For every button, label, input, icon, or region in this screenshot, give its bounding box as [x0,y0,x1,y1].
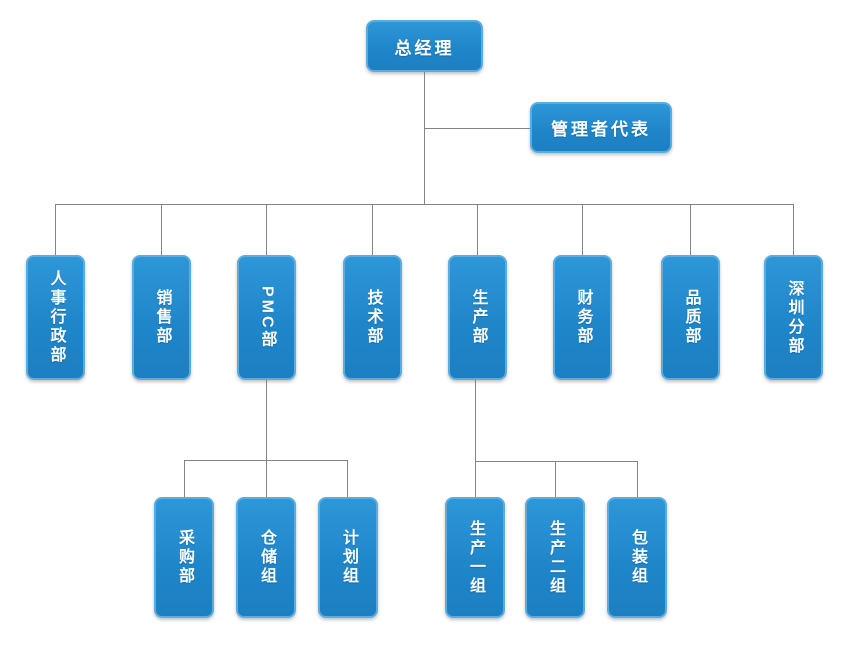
org-node-packaging-group: 包装组 [607,497,667,618]
connector-drop-quality [690,204,691,255]
connector-level2-bus [55,204,794,205]
connector-drop-sales [161,204,162,255]
org-node-finance-dept: 财务部 [553,255,612,380]
connector-drop-shenzhen [793,204,794,255]
org-node-production-group-1: 生产一组 [445,497,505,618]
org-node-hr-admin-dept: 人事行政部 [26,255,85,380]
org-node-shenzhen-branch: 深圳分部 [764,255,823,380]
connector-drop-packaging [637,461,638,497]
org-node-general-manager: 总经理 [366,20,483,72]
connector-drop-production-2 [555,461,556,497]
org-node-management-representative: 管理者代表 [530,102,672,153]
org-node-pmc-dept: PMC部 [237,255,296,380]
connector-pmc-trunk [266,380,267,461]
connector-drop-planning [347,460,348,497]
connector-drop-purchasing [184,460,185,497]
org-node-sales-dept: 销售部 [132,255,191,380]
org-node-purchasing-dept: 采购部 [154,497,214,618]
org-node-production-dept: 生产部 [448,255,507,380]
connector-production-bus [475,461,638,462]
connector-drop-production-1 [475,461,476,497]
connector-drop-production [477,204,478,255]
connector-root-trunk [424,72,425,204]
connector-drop-tech [372,204,373,255]
connector-drop-warehouse [266,460,267,497]
connector-drop-finance [582,204,583,255]
connector-production-trunk [475,380,476,461]
org-node-warehouse-group: 仓储组 [236,497,296,618]
org-node-tech-dept: 技术部 [343,255,402,380]
connector-management-rep [424,128,531,129]
connector-drop-pmc [266,204,267,255]
connector-drop-hr [55,204,56,255]
org-node-planning-group: 计划组 [318,497,378,618]
org-node-quality-dept: 品质部 [661,255,720,380]
org-node-production-group-2: 生产二组 [525,497,585,618]
